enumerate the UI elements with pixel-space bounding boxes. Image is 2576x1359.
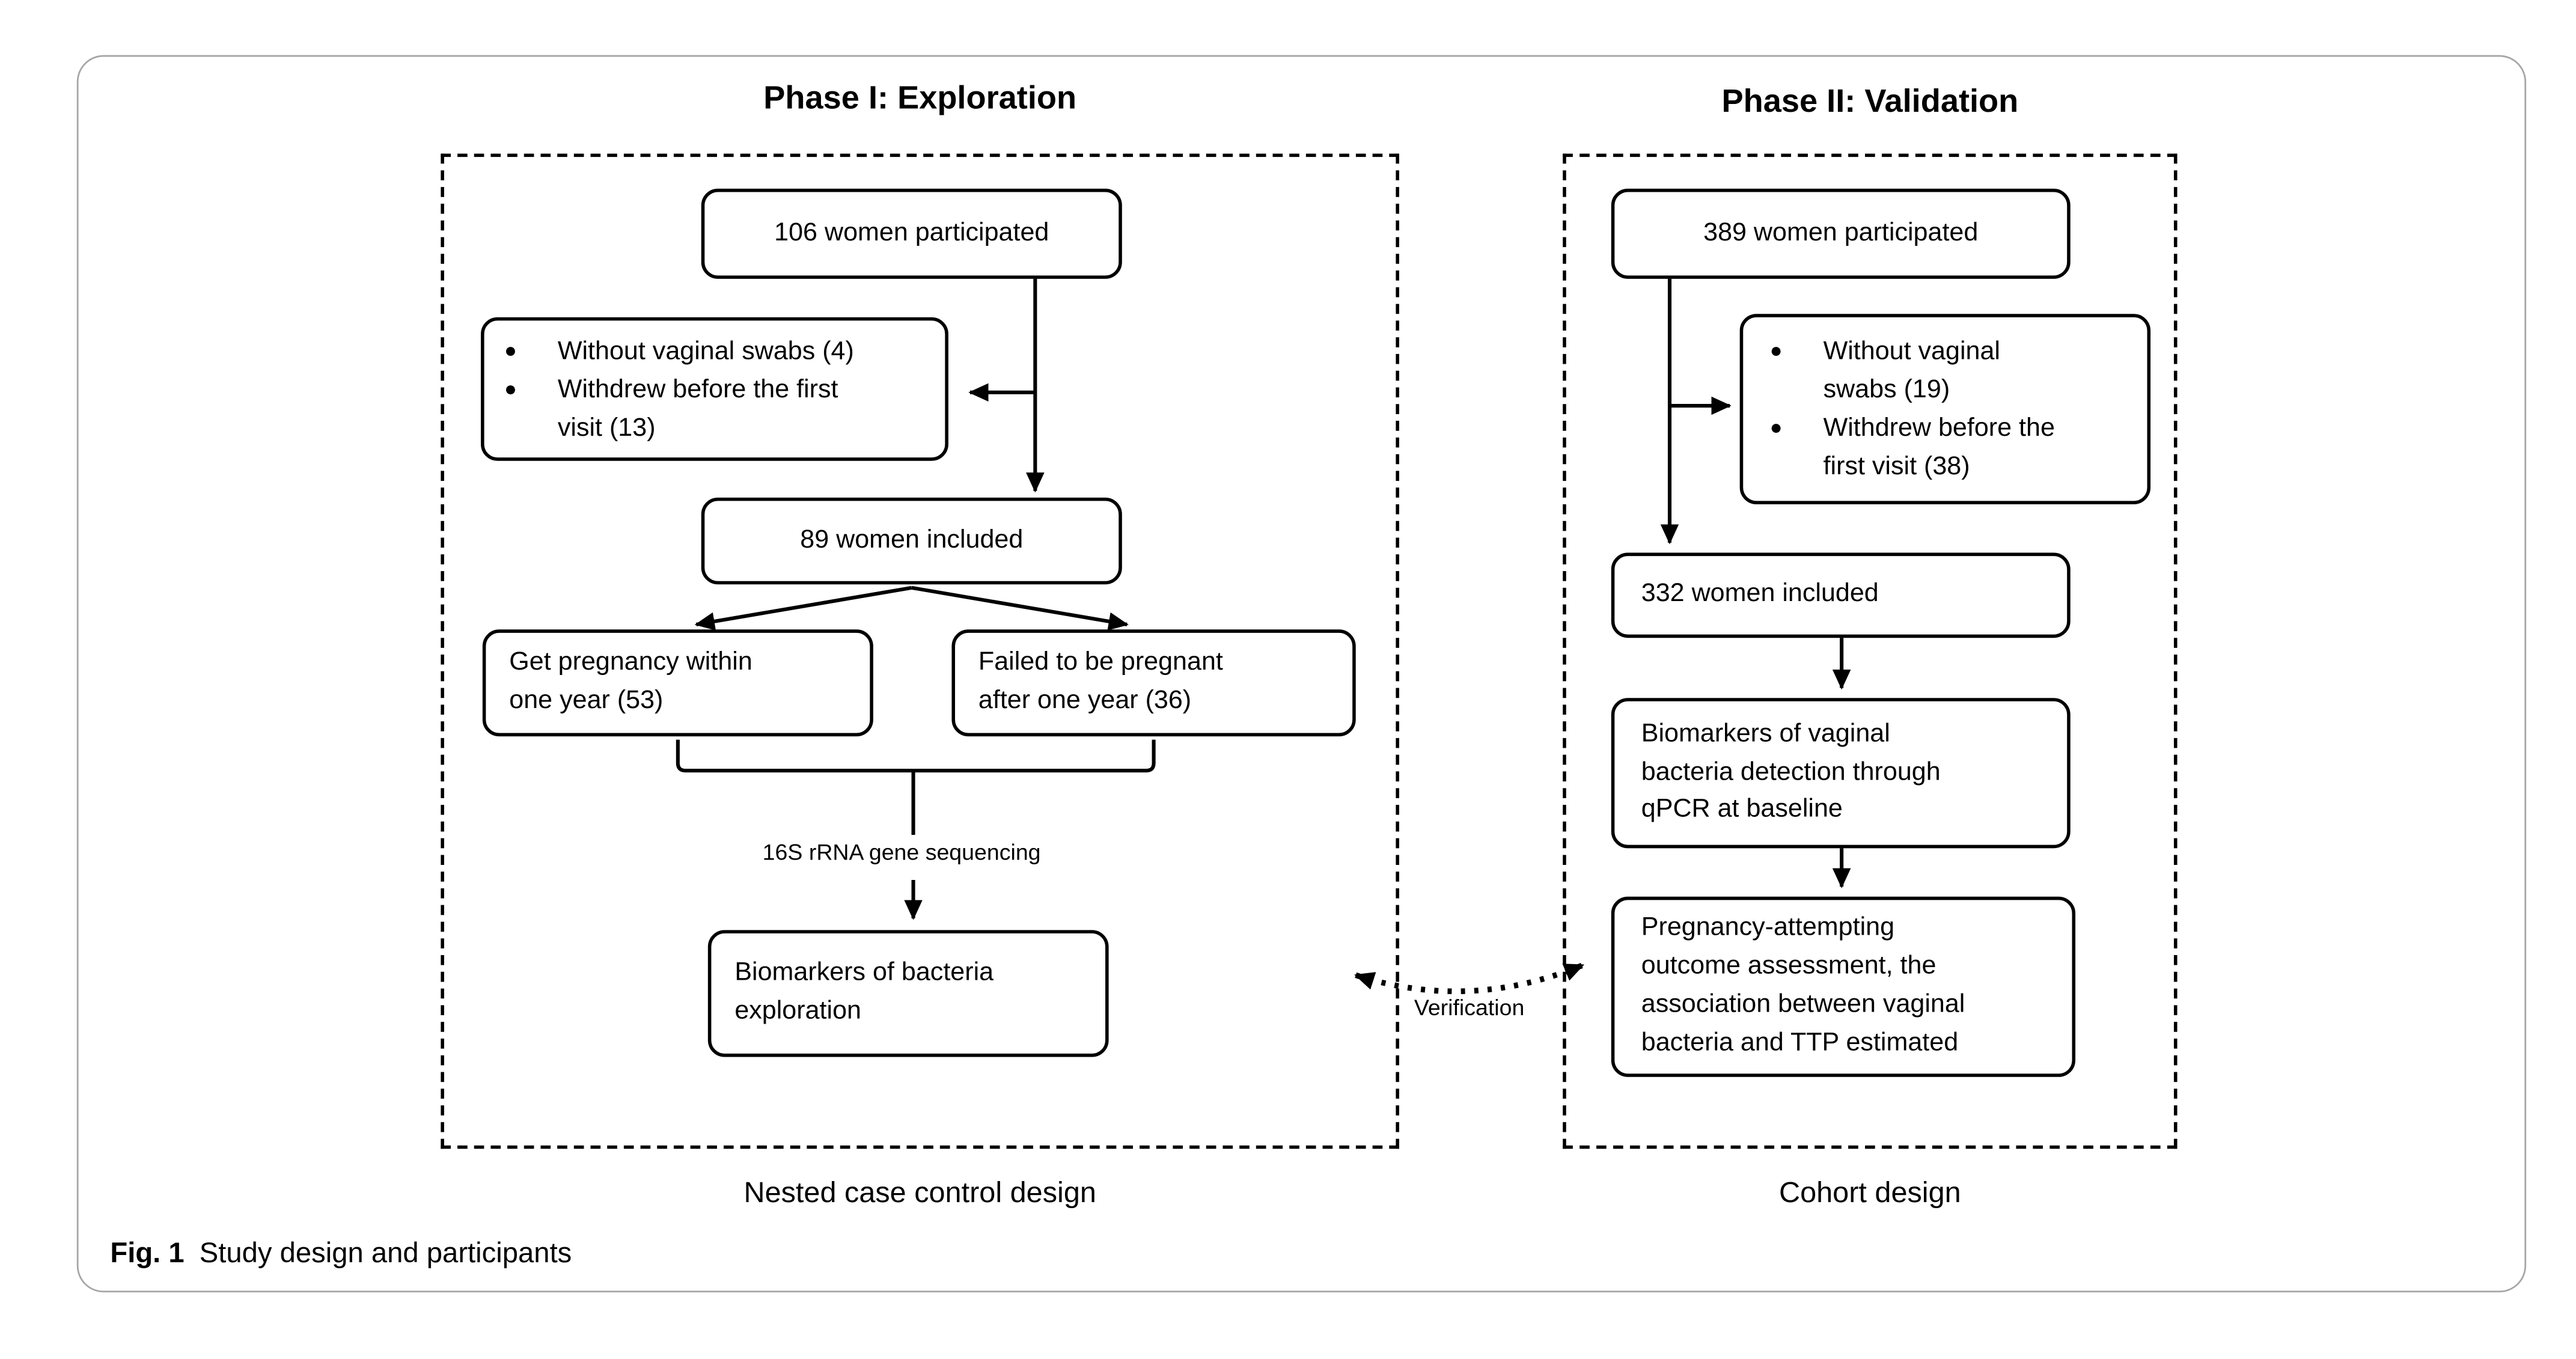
bullet-icon: ● — [504, 376, 517, 400]
phase2-panel — [1563, 153, 2178, 1149]
node-excluded-phase2: ● Without vaginal swabs (19) ● Withdrew … — [1739, 314, 2151, 504]
node-not-pregnant-text: Failed to be pregnant after one year (36… — [978, 648, 1223, 715]
node-included-phase1: 89 women included — [701, 497, 1122, 585]
list-item: ● Withdrew before the first visit (38) — [1770, 409, 2055, 486]
figure-caption-label: Fig. 1 — [110, 1237, 185, 1269]
node-participated-phase1-text: 106 women participated — [774, 218, 1049, 246]
excluded-phase2-item2: Withdrew before the first visit (38) — [1823, 414, 2055, 481]
phase2-design-label: Cohort design — [1779, 1175, 1961, 1209]
node-participated-phase2-text: 389 women participated — [1703, 218, 1979, 246]
bullet-icon: ● — [1769, 338, 1783, 362]
node-participated-phase1: 106 women participated — [701, 188, 1122, 279]
node-biomarkers-exploration-text: Biomarkers of bacteria exploration — [734, 958, 994, 1025]
list-item: ● Without vaginal swabs (4) — [504, 331, 854, 370]
excluded-phase1-item1: Without vaginal swabs (4) — [557, 336, 854, 365]
phase2-title: Phase II: Validation — [1721, 83, 2019, 121]
list-item: ● Withdrew before the first visit (13) — [504, 370, 838, 447]
node-included-phase2-text: 332 women included — [1641, 579, 1879, 608]
bullet-icon: ● — [1769, 415, 1783, 439]
excluded-phase2-item1: Without vaginal swabs (19) — [1823, 337, 2001, 405]
verification-label: Verification — [1414, 995, 1525, 1021]
node-excluded-phase1: ● Without vaginal swabs (4) ● Withdrew b… — [481, 317, 948, 461]
node-outcome-assessment-text: Pregnancy-attempting outcome assessment,… — [1641, 913, 1965, 1057]
node-not-pregnant: Failed to be pregnant after one year (36… — [951, 629, 1356, 737]
node-participated-phase2: 389 women participated — [1611, 188, 2071, 279]
figure-caption: Fig. 1 Study design and participants — [110, 1237, 572, 1271]
node-outcome-assessment: Pregnancy-attempting outcome assessment,… — [1611, 896, 2076, 1077]
sequencing-label: 16S rRNA gene sequencing — [762, 840, 1041, 866]
figure-caption-text: Study design and participants — [199, 1237, 572, 1269]
node-qpcr-text: Biomarkers of vaginal bacteria detection… — [1641, 719, 1941, 824]
node-qpcr: Biomarkers of vaginal bacteria detection… — [1611, 698, 2071, 849]
node-biomarkers-exploration: Biomarkers of bacteria exploration — [707, 930, 1109, 1057]
phase1-panel — [441, 153, 1399, 1149]
excluded-phase1-item2: Withdrew before the first visit (13) — [557, 374, 838, 442]
phase1-design-label: Nested case control design — [743, 1175, 1096, 1209]
phase1-title: Phase I: Exploration — [763, 80, 1077, 117]
node-pregnant: Get pregnancy within one year (53) — [482, 629, 873, 737]
node-included-phase2: 332 women included — [1611, 552, 2071, 638]
node-included-phase1-text: 89 women included — [800, 525, 1024, 554]
list-item: ● Without vaginal swabs (19) — [1770, 332, 2000, 409]
bullet-icon: ● — [504, 338, 517, 362]
node-pregnant-text: Get pregnancy within one year (53) — [509, 648, 752, 715]
